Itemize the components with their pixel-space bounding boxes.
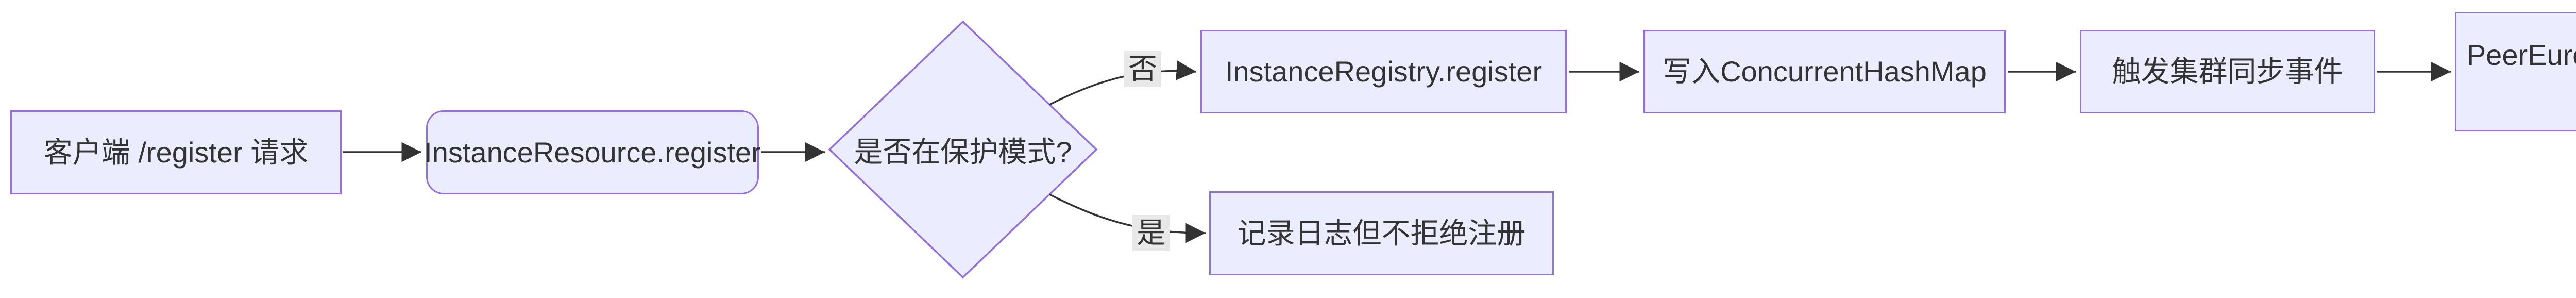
node-protection-mode-decision-label: 是否在保护模式? bbox=[854, 135, 1072, 168]
edge-label-yes-text: 是 bbox=[1137, 217, 1165, 250]
node-write-concurrent-hashmap-label: 写入ConcurrentHashMap bbox=[1663, 55, 1987, 88]
node-peer-eureka-nodes: PeerEurekaNodes.batchRepl bbox=[2455, 12, 2576, 131]
node-trigger-cluster-sync: 触发集群同步事件 bbox=[2080, 30, 2375, 113]
node-log-without-reject-label: 记录日志但不拒绝注册 bbox=[1237, 217, 1526, 250]
node-instance-registry-register: InstanceRegistry.register bbox=[1200, 30, 1567, 113]
edge-label-yes: 是 bbox=[1132, 215, 1170, 251]
node-protection-mode-decision: 是否在保护模式? bbox=[829, 22, 1096, 277]
node-instance-registry-register-label: InstanceRegistry.register bbox=[1225, 55, 1543, 88]
edge-label-no-text: 否 bbox=[1128, 53, 1157, 86]
node-peer-eureka-nodes-label: PeerEurekaNodes.batchRepl bbox=[2466, 39, 2576, 71]
node-trigger-cluster-sync-label: 触发集群同步事件 bbox=[2112, 55, 2343, 88]
node-write-concurrent-hashmap: 写入ConcurrentHashMap bbox=[1643, 30, 2006, 113]
node-client-request: 客户端 /register 请求 bbox=[10, 110, 342, 194]
node-instance-resource-register: InstanceResource.register bbox=[424, 110, 761, 194]
decision-diamond-shape bbox=[828, 20, 1098, 279]
node-log-without-reject: 记录日志但不拒绝注册 bbox=[1209, 191, 1554, 275]
node-instance-resource-register-label: InstanceResource.register bbox=[424, 136, 761, 169]
node-client-request-label: 客户端 /register 请求 bbox=[43, 136, 309, 169]
edge-decision-log-yes bbox=[1049, 193, 1206, 243]
edge-label-no: 否 bbox=[1124, 51, 1161, 87]
